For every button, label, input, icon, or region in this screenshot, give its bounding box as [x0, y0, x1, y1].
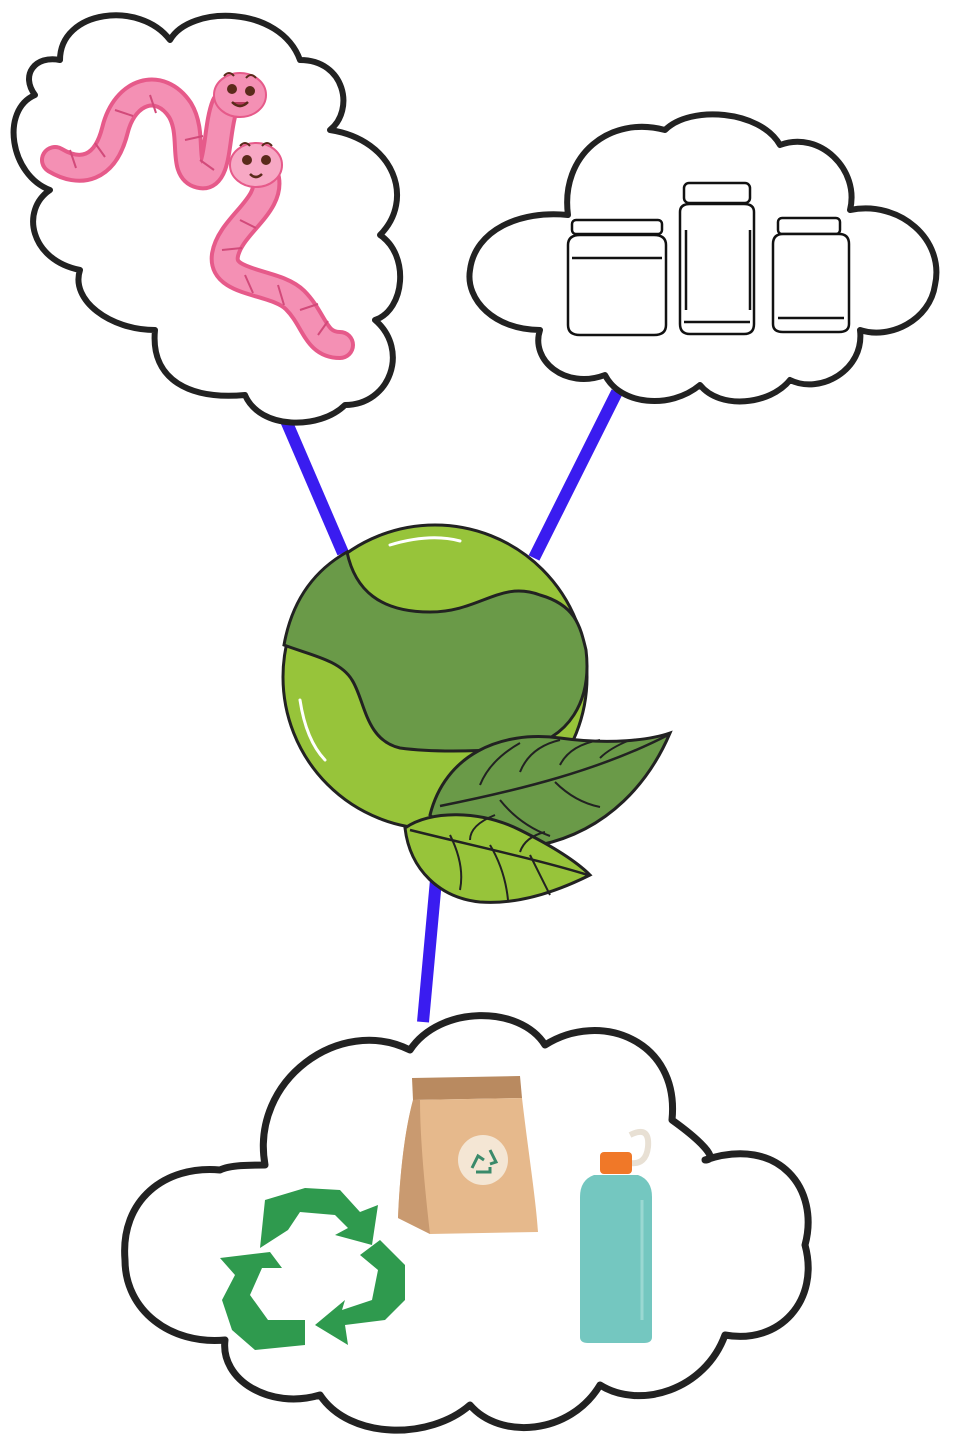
- earth-with-leaves-icon: [283, 525, 670, 902]
- cloud-compost: [14, 15, 401, 422]
- cloud-reuse: [469, 114, 936, 401]
- cloud-recycle: [125, 1016, 809, 1431]
- jar-icon: [773, 218, 849, 332]
- paper-bag-icon: [398, 1076, 538, 1234]
- connector-reuse: [534, 392, 617, 558]
- cloud-outline: [14, 15, 401, 422]
- jar-icon: [680, 183, 754, 334]
- connector-recycle: [423, 880, 436, 1022]
- jar-icon: [568, 220, 666, 335]
